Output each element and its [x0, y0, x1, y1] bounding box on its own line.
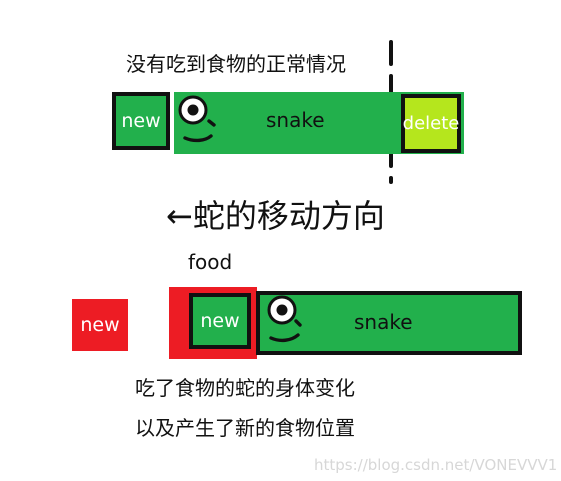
outside-new-label: new	[80, 314, 120, 336]
snake-head-icon	[178, 95, 216, 143]
outside-new-food-block: new	[72, 299, 128, 351]
after-eating-caption-line-1: 吃了食物的蛇的身体变化	[135, 376, 355, 400]
bottom-snake-label: snake	[354, 310, 413, 334]
food-label: food	[188, 250, 233, 274]
inner-new-block: new	[189, 293, 251, 349]
inner-new-label: new	[200, 310, 240, 332]
normal-case-caption: 没有吃到食物的正常情况	[126, 52, 346, 76]
delete-label: delete	[402, 113, 460, 134]
bottom-snake-head-icon	[267, 295, 302, 343]
after-eating-caption-line-2: 以及产生了新的食物位置	[135, 416, 355, 440]
delete-block: delete	[401, 94, 461, 153]
watermark: https://blog.csdn.net/VONEVVV1	[314, 456, 558, 474]
top-snake-label: snake	[266, 108, 325, 132]
top-new-label: new	[121, 110, 161, 132]
top-new-block: new	[112, 92, 170, 150]
bottom-snake-body	[256, 291, 522, 355]
direction-text: ←蛇的移动方向	[166, 197, 385, 235]
